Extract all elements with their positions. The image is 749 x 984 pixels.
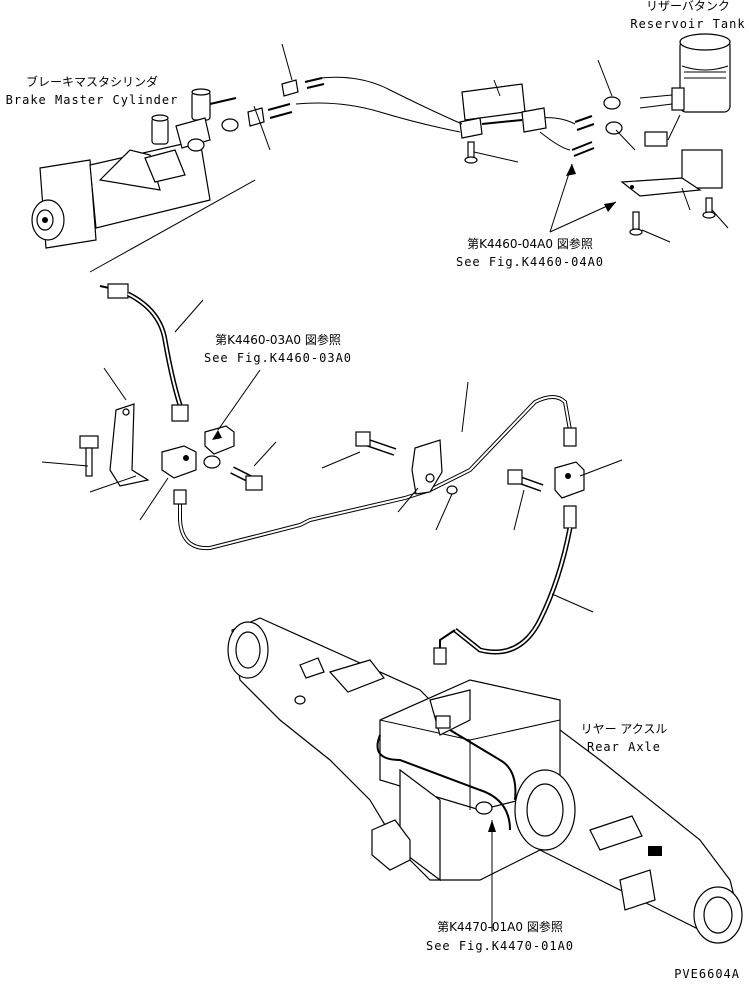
bolt-reservoir-2: [702, 197, 716, 219]
rear-axle: [227, 617, 743, 944]
ref-4470-en: See Fig.K4470-01A0: [426, 939, 574, 953]
front-brake-hose: [99, 283, 189, 422]
rear-axle-en: Rear Axle: [587, 740, 661, 754]
drawing-code: PVE6604A: [674, 967, 740, 981]
reservoir-bracket: [620, 149, 723, 211]
brake-master-cylinder: [31, 88, 239, 249]
reservoir-tank: [639, 33, 731, 147]
tube-clip: [411, 439, 443, 495]
washer: [446, 485, 458, 495]
reference-arrows: [212, 163, 617, 932]
master-label-jp: ブレーキマスタシリンダ: [26, 74, 158, 89]
bolt-tube: [355, 431, 397, 456]
ref-0440-jp: 第K4460-04A0 図参照: [467, 236, 593, 251]
left-bracket: [109, 403, 150, 487]
reservoir-label-jp: リザーバタンク: [646, 0, 730, 13]
rear-brake-hose: [433, 505, 577, 665]
ref-4470-jp: 第K4470-01A0 図参照: [437, 919, 563, 934]
left-bolt: [79, 435, 99, 477]
reservoir-label-en: Reservoir Tank: [630, 17, 745, 31]
brake-tube: [173, 395, 577, 551]
master-label-en: Brake Master Cylinder: [6, 93, 179, 107]
ref-0340-jp: 第K4460-03A0 図参照: [215, 332, 341, 347]
bolt-reservoir-1: [629, 211, 643, 236]
ref-0340-en: See Fig.K4460-03A0: [204, 351, 352, 365]
ref-0440-en: See Fig.K4460-04A0: [456, 255, 604, 269]
hose-clamps: [571, 96, 623, 157]
bolt-joint: [230, 466, 263, 491]
joint-block-2: [203, 425, 235, 469]
hose-connector-block: [459, 83, 547, 139]
bolt-right: [507, 469, 544, 492]
joint-block-1: [161, 445, 197, 479]
rear-axle-jp: リヤー アクスル: [581, 722, 668, 736]
bolt-connector: [464, 141, 478, 164]
joint-block-3: [554, 461, 585, 499]
master-hoses: [247, 77, 325, 127]
